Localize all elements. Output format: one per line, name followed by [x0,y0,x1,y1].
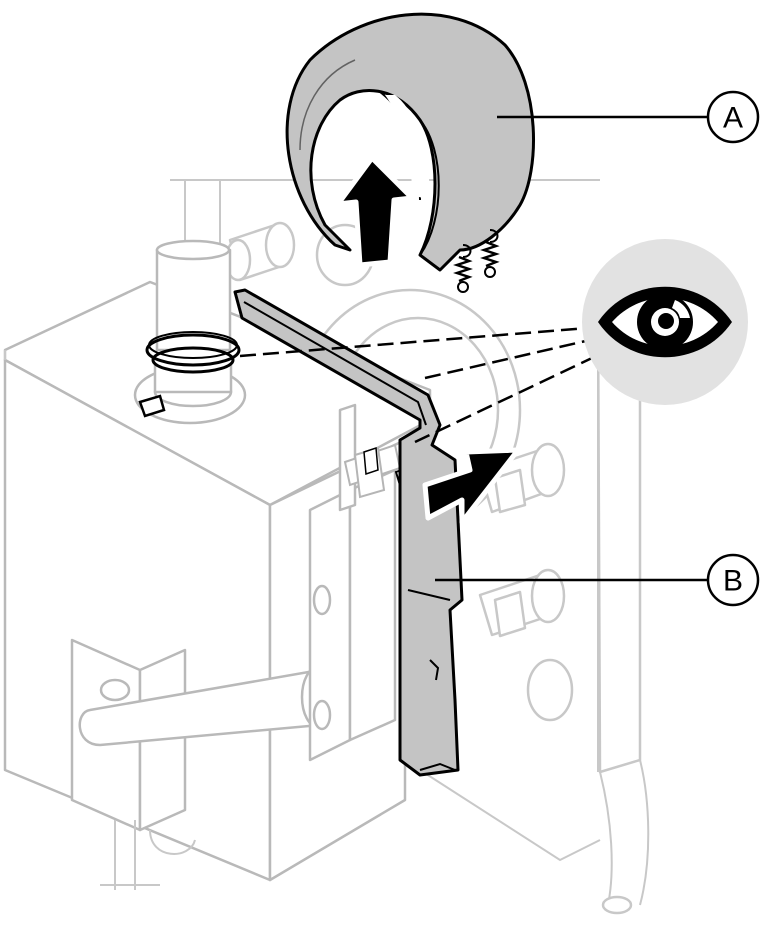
arrow-right-icon [422,447,521,525]
callout-b-label: B [723,565,743,598]
eye-icon [582,239,748,405]
callout-a: A [497,90,760,144]
insulation-ring-a [285,12,536,272]
arrow-up-icon [335,155,415,268]
insulation-jacket-b [233,288,464,777]
tank-top-connector [138,239,241,418]
inspection-lines [239,326,593,444]
mounting-frame [170,179,650,915]
side-valve-block [308,403,420,762]
callout-b: B [435,553,760,607]
top-pipe-stub [224,221,296,282]
tension-springs [453,229,500,293]
callout-a-label: A [723,102,743,135]
